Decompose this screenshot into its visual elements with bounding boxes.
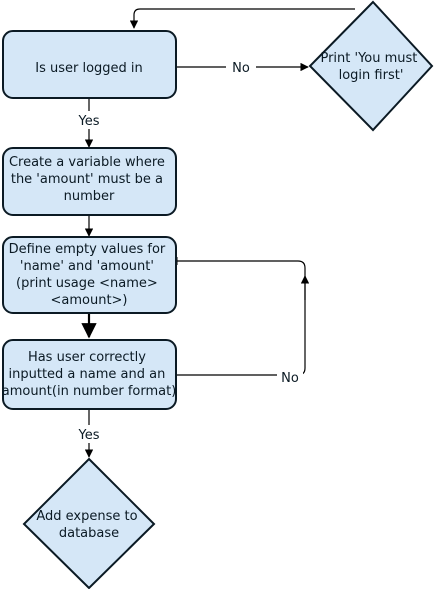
edge-login-retry	[129, 8, 355, 29]
node-line: <amount>)	[50, 293, 127, 308]
node-has-user-input: Has user correctly inputted a name and a…	[2, 339, 177, 410]
edge-label-login-no: No	[226, 58, 256, 76]
node-line: database	[59, 526, 119, 541]
node-add-expense: Add expense to database	[22, 457, 156, 589]
node-line: Is user logged in	[35, 61, 143, 76]
node-line: the 'amount' must be a	[11, 172, 163, 187]
node-line: amount(in number format)	[2, 384, 177, 399]
node-define-empty-values: Define empty values for 'name' and 'amou…	[2, 236, 177, 314]
edge-input-no	[169, 256, 306, 376]
node-line: Define empty values for	[9, 242, 166, 257]
node-line: 'name' and 'amount'	[20, 259, 154, 274]
svg-text:Add expense to database: Add expense to database	[36, 509, 141, 541]
svg-text:No: No	[232, 61, 250, 76]
edge-label-input-yes: Yes	[75, 425, 103, 443]
node-line: number	[64, 189, 115, 204]
svg-text:Has user correctly input: Has user correctly inputted a name and a…	[2, 350, 177, 399]
edge-label-login-yes: Yes	[75, 111, 103, 129]
node-is-user-logged-in: Is user logged in	[2, 30, 177, 99]
svg-text:Print 'You must login fi: Print 'You must login first'	[320, 51, 421, 83]
svg-text:Define empty values for: Define empty values for 'name' and 'amou…	[9, 242, 170, 308]
node-print-login-first: Print 'You must login first'	[308, 0, 434, 132]
svg-text:No: No	[281, 371, 299, 386]
node-line: inputted a name and an	[9, 367, 166, 382]
svg-text:Is user logged in: Is user logged in	[35, 61, 143, 76]
edge-label-input-no: No	[277, 368, 303, 386]
node-line: (print usage <name>	[16, 276, 158, 291]
node-line: Has user correctly	[28, 350, 146, 365]
node-line: Print 'You must	[320, 51, 417, 66]
node-create-variable: Create a variable where the 'amount' mus…	[2, 147, 177, 216]
node-line: Create a variable where	[9, 155, 165, 170]
svg-text:Create a variable where: Create a variable where the 'amount' mus…	[9, 155, 169, 204]
svg-text:Yes: Yes	[78, 114, 100, 129]
node-line: login first'	[339, 68, 404, 83]
node-line: Add expense to	[36, 509, 137, 524]
svg-text:Yes: Yes	[78, 428, 100, 443]
